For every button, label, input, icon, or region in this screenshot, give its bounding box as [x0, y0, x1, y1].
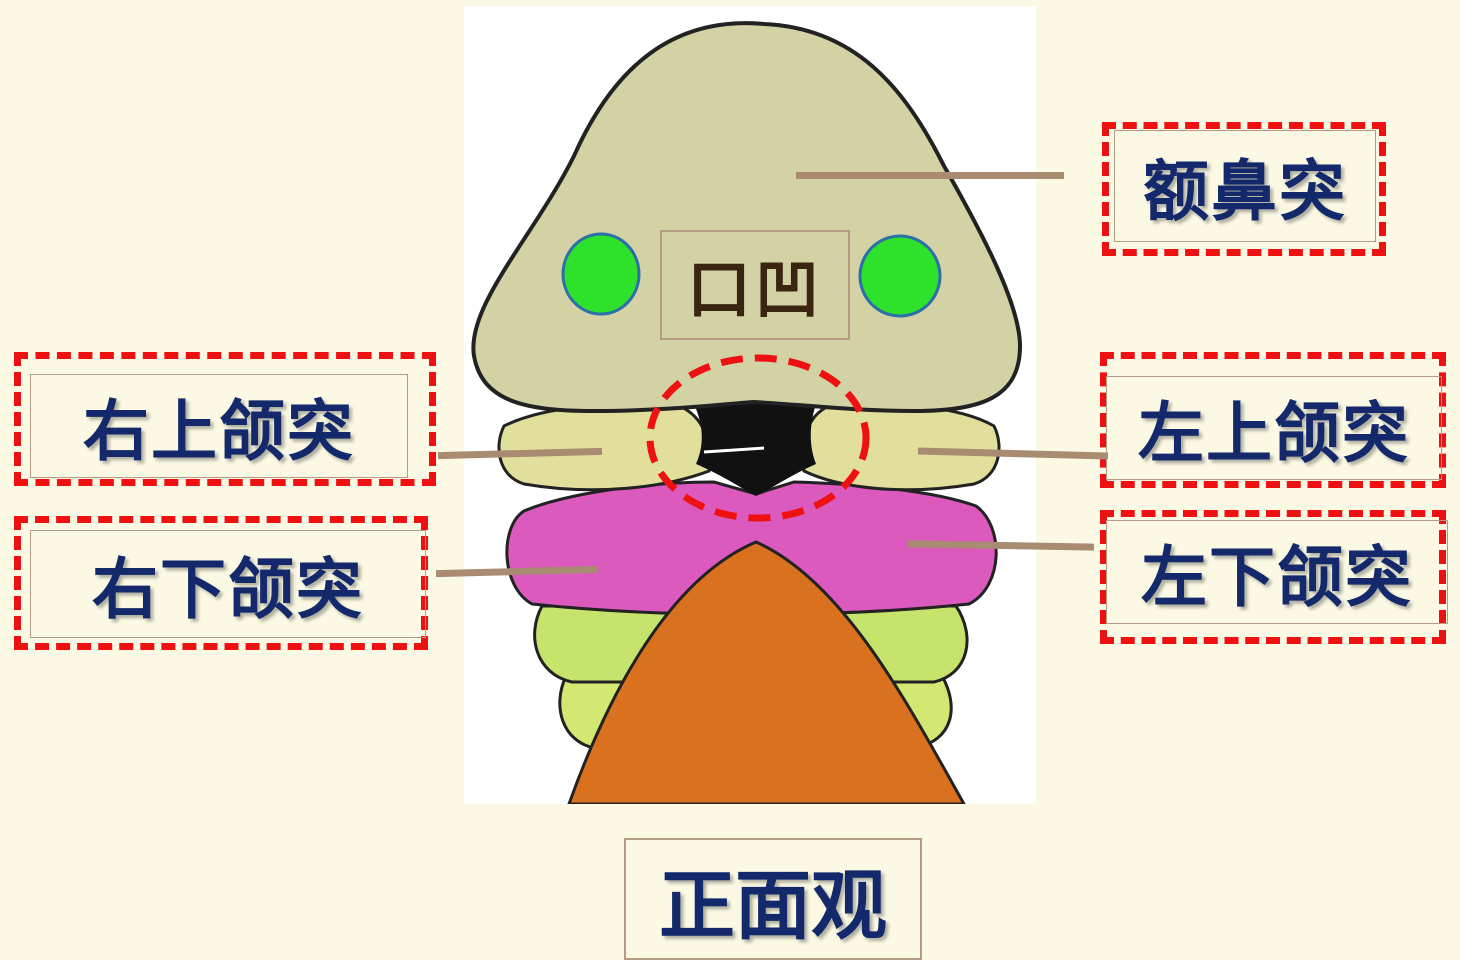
heart-bulge [567, 540, 966, 804]
left-mandibular-label-frame [1100, 510, 1446, 644]
left-maxillary-label: 左上颌突 [1106, 376, 1442, 480]
view-caption: 正面观 [624, 838, 922, 960]
right-mandibular-label-frame [14, 516, 428, 650]
embryo-illustration [464, 6, 1036, 804]
left-nasal-placode [858, 234, 942, 318]
embryo-drawing [471, 21, 1023, 804]
frontonasal-leader-line [796, 172, 1064, 179]
right-mandibular-label: 右下颌突 [30, 530, 426, 638]
frontonasal-label: 额鼻突 [1114, 130, 1376, 242]
left-maxillary-label-frame [1100, 352, 1446, 488]
left-mandibular-label: 左下颌突 [1106, 520, 1448, 624]
right-maxillary-label: 右上颌突 [30, 374, 408, 478]
stomodeum-highlight-ellipse [646, 354, 870, 522]
oral-membrane-line [703, 446, 765, 454]
right-nasal-placode [561, 232, 641, 316]
right-maxillary-label-frame [14, 352, 436, 486]
frontonasal-label-frame [1102, 122, 1386, 256]
stomodeum-label: 口凹 [660, 230, 850, 340]
